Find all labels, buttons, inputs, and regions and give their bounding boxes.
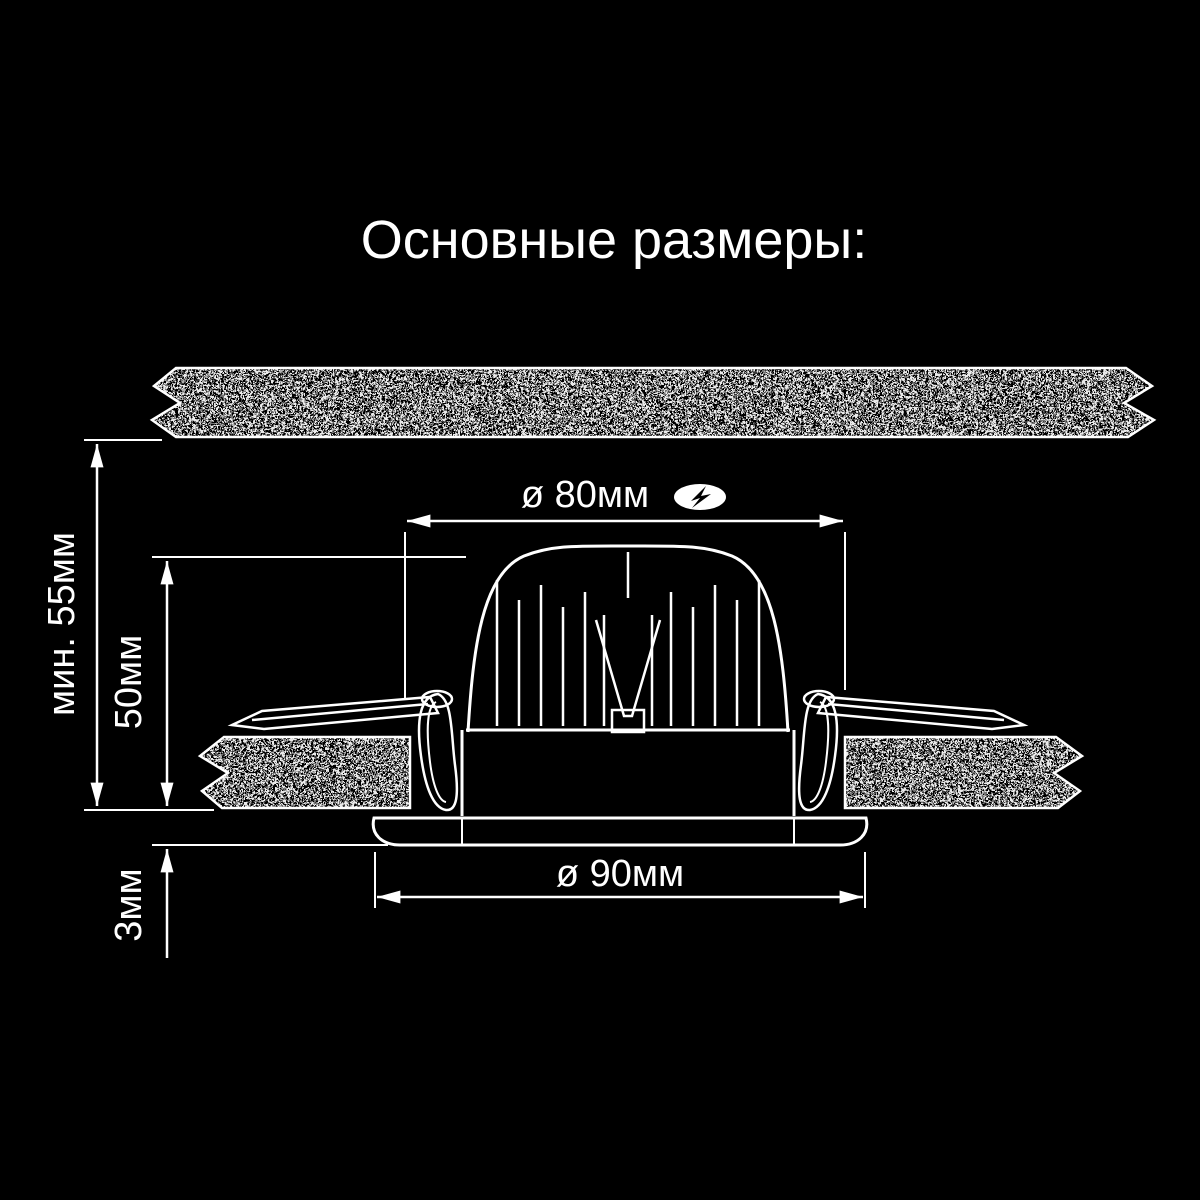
trim-steps xyxy=(461,818,795,845)
ceiling-slab-left xyxy=(197,735,412,810)
heatsink-fins xyxy=(495,552,761,726)
ceiling-slab-right-texture xyxy=(845,737,1082,808)
spring-arm-left xyxy=(227,695,440,731)
heatsink-dome xyxy=(466,544,790,733)
spring-clip-right xyxy=(797,689,1029,812)
spring-clip-left-pivot xyxy=(420,689,454,709)
ceiling-slab-top xyxy=(149,366,1157,439)
spring-clip-left-outline xyxy=(417,692,459,812)
dimension-outer-label: ø 90мм xyxy=(556,853,684,895)
ceiling-slab-right-outline xyxy=(843,735,1085,810)
lamp-cutout-icon xyxy=(674,484,726,510)
dimension-outer-diameter: ø 90мм xyxy=(374,852,866,908)
downlight-fixture xyxy=(227,544,1029,847)
dimension-housing-height: 50мм xyxy=(108,556,466,806)
spring-clip-right-pivot xyxy=(802,689,836,709)
spring-clip-left-inner xyxy=(426,701,447,803)
ceiling-slab-top-texture xyxy=(152,368,1154,437)
ceiling-slab-left-texture xyxy=(200,737,410,808)
dimension-outer-extension-lines xyxy=(374,852,866,908)
dimension-cutout-extension-lines xyxy=(404,532,846,698)
ceiling-slab-left-outline xyxy=(197,735,412,810)
led-module xyxy=(610,708,646,734)
housing-body xyxy=(460,728,796,816)
reflector-cone xyxy=(594,619,662,718)
spring-clip-right-inner xyxy=(809,701,830,803)
spring-clip-left xyxy=(227,689,459,812)
dimension-min-depth-extension-lines xyxy=(84,439,214,811)
trim-ring xyxy=(371,816,869,847)
spring-clip-right-outline xyxy=(797,692,839,812)
dimension-min-depth: мин. 55мм xyxy=(41,439,214,811)
dimension-min-depth-label: мин. 55мм xyxy=(41,532,83,716)
page-title: Основные размеры: xyxy=(361,210,867,270)
ceiling-slab-top-outline xyxy=(149,366,1157,439)
dimension-trim-height: 3мм xyxy=(108,844,388,958)
dimension-cutout-label: ø 80мм xyxy=(521,474,649,516)
dimension-housing-label: 50мм xyxy=(108,635,150,730)
ceiling-slab-right xyxy=(843,735,1085,810)
lamp-cutout-icon-bolt xyxy=(691,486,711,508)
dimension-trim-label: 3мм xyxy=(108,868,150,941)
dimension-cutout-diameter: ø 80мм xyxy=(404,474,846,698)
spring-arm-right xyxy=(816,695,1029,731)
